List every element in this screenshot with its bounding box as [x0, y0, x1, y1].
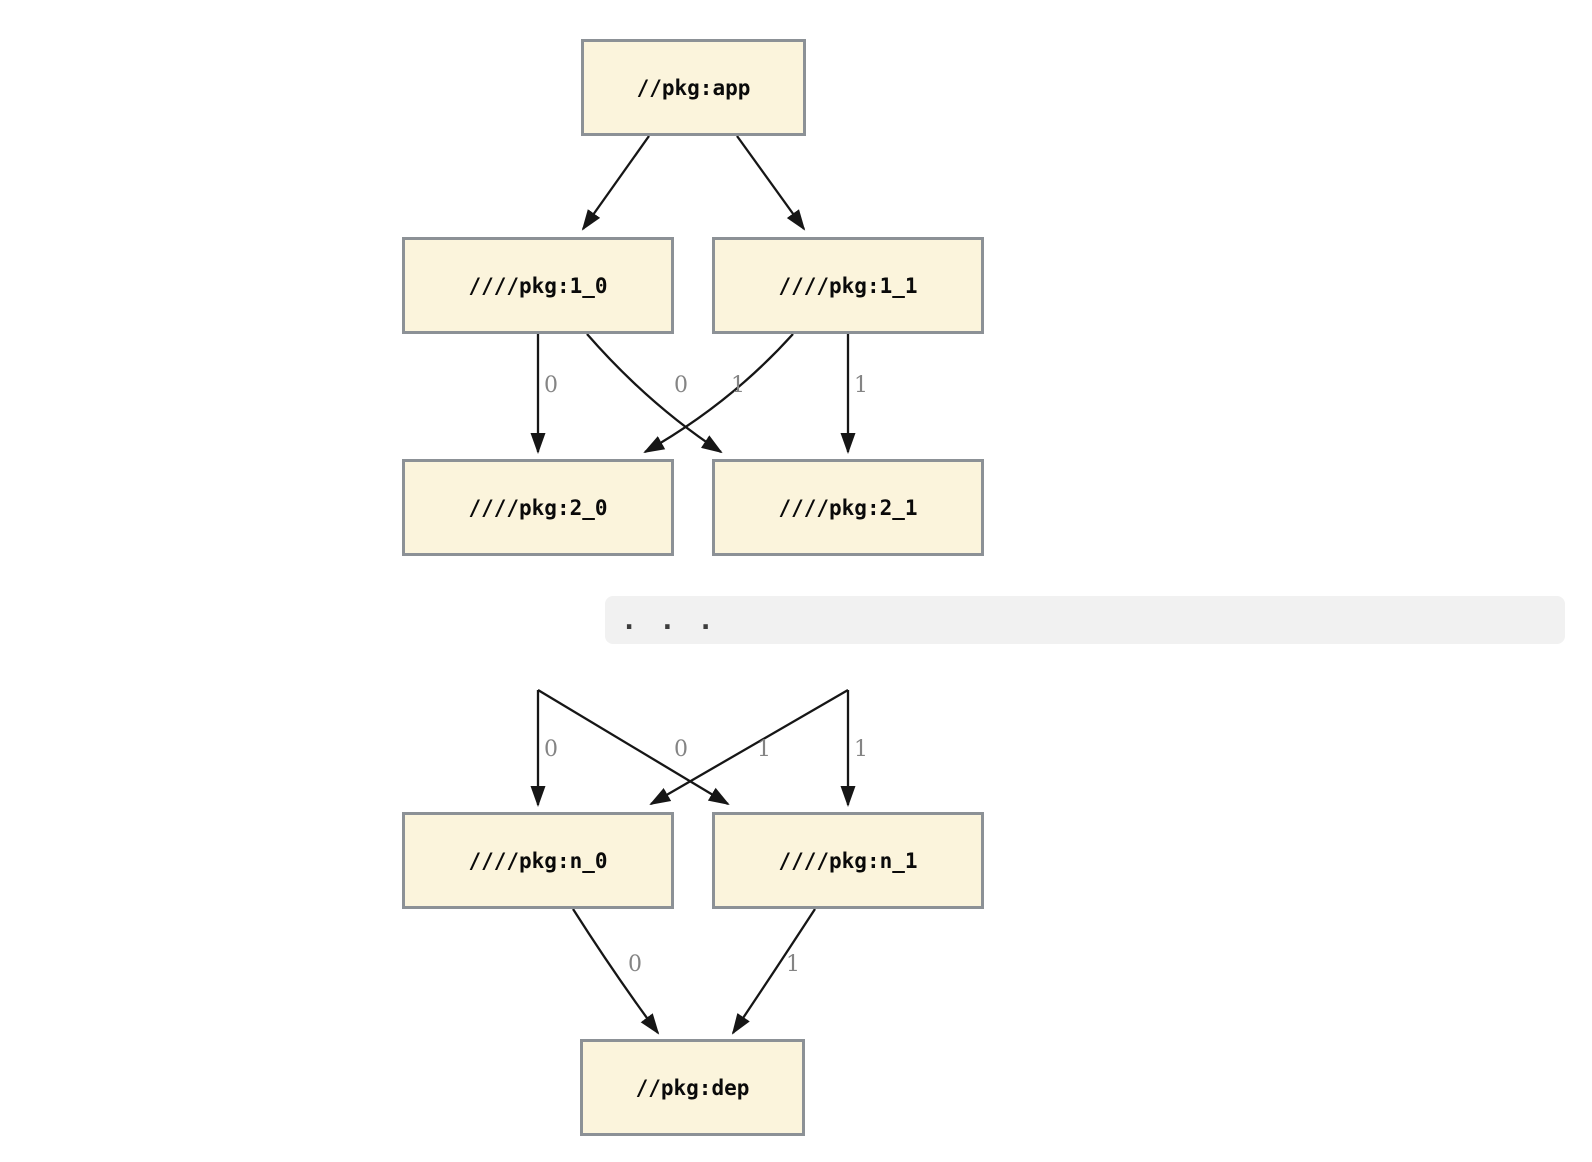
edge-label-1_1-to-2_1: 1 [854, 373, 868, 398]
edge-app-to-1_1 [736, 135, 806, 231]
edge-label-1_0-to-2_0: 0 [544, 373, 558, 398]
edge-1_0-to-2_1 [586, 333, 723, 454]
node-pkg-n_0-label: ////pkg:n_0 [468, 848, 608, 873]
node-pkg-app-label: //pkg:app [636, 75, 751, 100]
edge-dots-to-n_1-cross [537, 689, 730, 806]
node-pkg-n_1-label: ////pkg:n_1 [778, 848, 918, 873]
node-pkg-app: //pkg:app [581, 39, 806, 136]
node-pkg-1_0: ////pkg:1_0 [402, 237, 674, 334]
edge-label-dots-to-n_1-cross: 1 [757, 737, 771, 762]
ellipsis-separator-bar: ... [605, 596, 1565, 644]
edge-label-1_0-to-2_1: 1 [731, 373, 745, 398]
node-pkg-n_0: ////pkg:n_0 [402, 812, 674, 909]
node-pkg-2_1: ////pkg:2_1 [712, 459, 984, 556]
edge-n_0-to-dep [572, 908, 660, 1035]
ellipsis-dots: ... [621, 605, 736, 636]
edge-label-dots-to-n_0: 0 [544, 737, 558, 762]
node-pkg-2_0-label: ////pkg:2_0 [468, 495, 608, 520]
edge-label-n_1-to-dep: 1 [786, 952, 800, 977]
edge-label-n_0-to-dep: 0 [628, 952, 642, 977]
edge-n_1-to-dep [731, 908, 816, 1035]
edge-label-1_1-to-2_0: 0 [674, 373, 688, 398]
node-pkg-1_0-label: ////pkg:1_0 [468, 273, 608, 298]
node-pkg-1_1: ////pkg:1_1 [712, 237, 984, 334]
node-pkg-2_1-label: ////pkg:2_1 [778, 495, 918, 520]
node-pkg-dep-label: //pkg:dep [635, 1075, 750, 1100]
node-pkg-dep: //pkg:dep [580, 1039, 805, 1136]
edge-label-dots-to-n_1: 1 [854, 737, 868, 762]
node-pkg-1_1-label: ////pkg:1_1 [778, 273, 918, 298]
edge-label-dots-to-n_0-cross: 0 [674, 737, 688, 762]
edge-1_1-to-2_0 [643, 333, 794, 454]
node-pkg-2_0: ////pkg:2_0 [402, 459, 674, 556]
node-pkg-n_1: ////pkg:n_1 [712, 812, 984, 909]
edge-app-to-1_0 [581, 135, 650, 231]
